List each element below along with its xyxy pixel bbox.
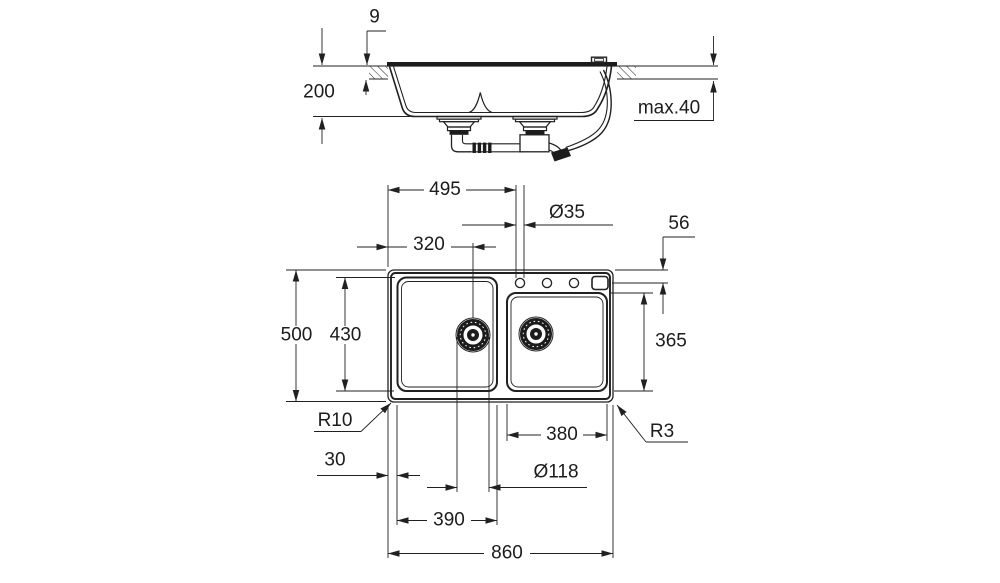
sink-top-outline (387, 269, 614, 403)
dim-drain-diameter: Ø118 (427, 462, 587, 491)
dim-right-bowl-depth: 365 (640, 293, 687, 391)
right-bowl-width-label: 380 (546, 424, 578, 445)
sink-side-profile (387, 56, 617, 118)
dim-overall-depth: 500 (279, 270, 314, 402)
left-drain-assembly (436, 115, 482, 153)
extension-lines (286, 185, 668, 558)
tap-hole-profile (590, 56, 608, 64)
rim-margin-label: 30 (324, 450, 345, 471)
left-bowl (396, 276, 498, 392)
max-counter-label: max.40 (638, 98, 700, 119)
top-view-dimensions: 495 Ø35 320 56 (279, 179, 695, 564)
drain-from-left-label: 320 (413, 234, 445, 255)
dim-left-bowl-depth: 430 (328, 277, 363, 391)
dim-bowl-depth: 200 (303, 28, 335, 144)
dim-tap-from-edge: 56 (659, 213, 695, 314)
connecting-pipe (471, 142, 522, 153)
dim-left-corner-radius: R10 (314, 402, 392, 432)
right-corner-radius-label: R3 (650, 421, 674, 442)
rim-height-label: 9 (369, 7, 380, 28)
dim-tap-from-left: 495 (388, 179, 516, 200)
dim-max-counter: max.40 (634, 36, 717, 121)
top-view-drawing: 495 Ø35 320 56 (279, 179, 695, 564)
right-bowl-depth-label: 365 (655, 331, 687, 352)
accessory-hole (591, 275, 609, 291)
left-bowl-depth-label: 430 (330, 325, 362, 346)
overall-width-label: 860 (491, 543, 523, 564)
dim-rim-margin: 30 (317, 450, 420, 479)
right-bowl (506, 292, 608, 392)
tap-hole-1 (514, 277, 526, 289)
left-corner-radius-label: R10 (318, 410, 353, 431)
bowl-divider-profile (468, 92, 493, 114)
dim-overall-width: 860 (388, 543, 613, 564)
tap-holes (514, 275, 609, 291)
drain-diameter-label: Ø118 (533, 462, 578, 483)
dim-right-bowl-width: 380 (507, 424, 607, 445)
tap-from-left-label: 495 (429, 179, 461, 200)
side-view-dimensions: 9 200 max.40 (303, 7, 717, 144)
tap-hole-3 (568, 277, 580, 289)
drain-plumbing (436, 69, 612, 162)
dim-drain-from-left: 320 (357, 234, 496, 255)
bowl-depth-label: 200 (303, 82, 335, 103)
outlet-nut (551, 147, 571, 162)
right-drain-assembly (512, 115, 571, 162)
countertop-section (313, 65, 718, 117)
dim-tap-hole-diameter: Ø35 (462, 202, 613, 229)
dim-right-corner-radius: R3 (616, 404, 688, 443)
left-bowl-width-label: 390 (433, 510, 465, 531)
dim-left-bowl-width: 390 (397, 510, 497, 531)
side-view-drawing: 9 200 max.40 (303, 7, 718, 162)
tap-hole-2 (541, 277, 553, 289)
overall-depth-label: 500 (281, 325, 313, 346)
counter-hatch-left (369, 66, 388, 79)
left-drain-top (455, 317, 491, 353)
counter-hatch-right (617, 66, 636, 79)
right-drain-top (518, 316, 554, 352)
sink-rim-bar (387, 62, 617, 67)
tap-from-edge-label: 56 (668, 213, 689, 234)
tap-hole-diameter-label: Ø35 (549, 202, 585, 223)
overflow-hose (564, 69, 612, 153)
dim-rim-height: 9 (362, 7, 386, 95)
